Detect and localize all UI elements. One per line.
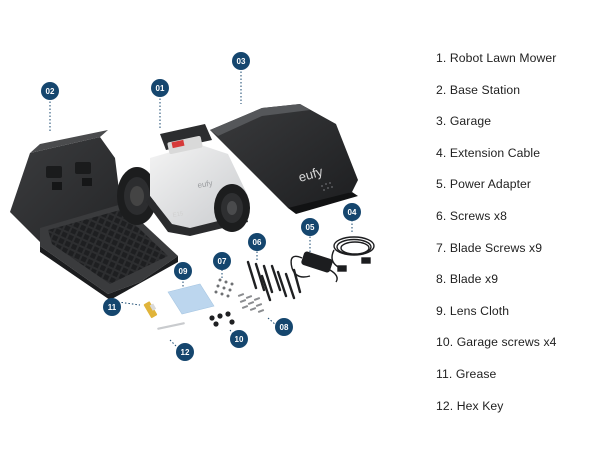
- components-list: 1. Robot Lawn Mower 2. Base Station 3. G…: [436, 50, 557, 429]
- screws-image: [246, 260, 302, 302]
- list-item: 2. Base Station: [436, 82, 521, 97]
- list-item: 8. Blade x9: [436, 272, 499, 287]
- badge-12: 12: [176, 343, 194, 361]
- badge-07: 07: [213, 252, 231, 270]
- robot-mower-image: eufy E15: [117, 124, 250, 236]
- list-item: 7. Blade Screws x9: [436, 240, 543, 255]
- components-drawing: eufy eufy E15: [10, 68, 375, 351]
- list-item: 1. Robot Lawn Mower: [436, 51, 557, 65]
- badge-02: 02: [41, 82, 59, 100]
- grease-image: [143, 301, 158, 319]
- list-item: 3. Garage: [436, 114, 492, 129]
- power-adapter-image: [290, 251, 338, 283]
- badge-05: 05: [301, 218, 319, 236]
- list-item: 4. Extension Cable: [436, 145, 541, 160]
- mower-logo-text: eufy: [197, 178, 213, 189]
- badge-10: 10: [230, 330, 248, 348]
- mower-model-text: E15: [172, 211, 184, 219]
- blade-screws-image: [214, 278, 234, 298]
- product-illustration: eufy eufy E15: [10, 52, 375, 361]
- badge-04: 04: [343, 203, 361, 221]
- list-item: 5. Power Adapter: [436, 177, 532, 192]
- garage-logo-text: eufy: [297, 164, 325, 185]
- list-item: 6. Screws x8: [436, 208, 507, 223]
- badge-08: 08: [275, 318, 293, 336]
- base-station-image: [10, 130, 178, 300]
- list-item: 10. Garage screws x4: [436, 335, 557, 350]
- garage-screws-image: [209, 311, 235, 327]
- badge-09: 09: [174, 262, 192, 280]
- extension-cable-image: [331, 236, 375, 272]
- hex-key-image: [157, 322, 185, 330]
- list-item: 9. Lens Cloth: [436, 303, 510, 318]
- list-item: 11. Grease: [436, 366, 497, 381]
- blades-image: [237, 293, 265, 313]
- badge-11: 11: [103, 298, 121, 316]
- badge-01: 01: [151, 79, 169, 97]
- lens-cloth-image: [167, 283, 215, 315]
- list-item: 12. Hex Key: [436, 398, 504, 413]
- badge-06: 06: [248, 233, 266, 251]
- garage-image: eufy: [210, 104, 358, 214]
- badge-03: 03: [232, 52, 250, 70]
